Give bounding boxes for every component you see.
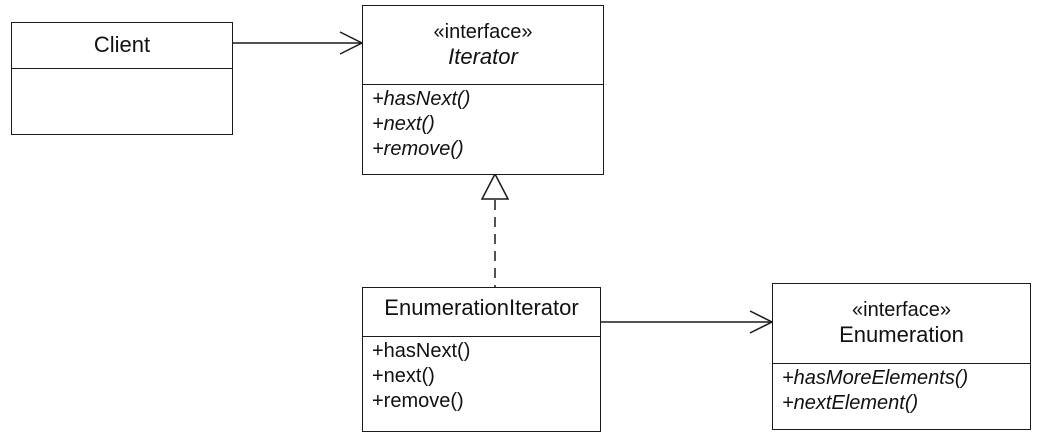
enumeration-name: Enumeration [839, 322, 964, 347]
enumerationiterator-op-remove: +remove() [372, 390, 464, 412]
iterator-op-remove: +remove() [372, 138, 464, 160]
client-to-iterator-association [233, 31, 364, 55]
client-class-name: Client [93, 32, 151, 57]
iterator-stereotype: «interface» [433, 21, 533, 43]
iterator-op-hasnext: +hasNext() [372, 88, 471, 110]
enumerationiterator-op-hasnext: +hasNext() [372, 340, 471, 362]
enumeration-header: «interface» Enumeration [773, 284, 1030, 363]
enumerationiterator-to-enumeration-association [601, 310, 774, 334]
enumeration-stereotype: «interface» [852, 299, 951, 321]
enumeration-op-nextelement: +nextElement() [782, 392, 919, 414]
iterator-interface[interactable]: «interface» Iterator +hasNext() +next() … [362, 5, 604, 175]
enumerationiterator-operations: +hasNext() +next() +remove() [363, 336, 600, 414]
enumerationiterator-realizes-iterator [480, 172, 510, 287]
enumeration-operations: +hasMoreElements() +nextElement() [773, 363, 1030, 416]
iterator-op-next: +next() [372, 113, 435, 135]
iterator-header: «interface» Iterator [363, 6, 603, 84]
enumerationiterator-class[interactable]: EnumerationIterator +hasNext() +next() +… [362, 287, 601, 432]
enumerationiterator-header: EnumerationIterator [363, 288, 600, 336]
enumeration-interface[interactable]: «interface» Enumeration +hasMoreElements… [772, 283, 1031, 430]
enumeration-op-hasmoreelements: +hasMoreElements() [782, 367, 969, 389]
enumerationiterator-name: EnumerationIterator [384, 295, 579, 320]
enumerationiterator-op-next: +next() [372, 365, 435, 387]
client-class[interactable]: Client [11, 22, 233, 135]
client-operations-compartment [12, 68, 232, 134]
iterator-name: Iterator [448, 44, 518, 69]
iterator-operations: +hasNext() +next() +remove() [363, 84, 603, 162]
client-class-header: Client [12, 23, 232, 68]
